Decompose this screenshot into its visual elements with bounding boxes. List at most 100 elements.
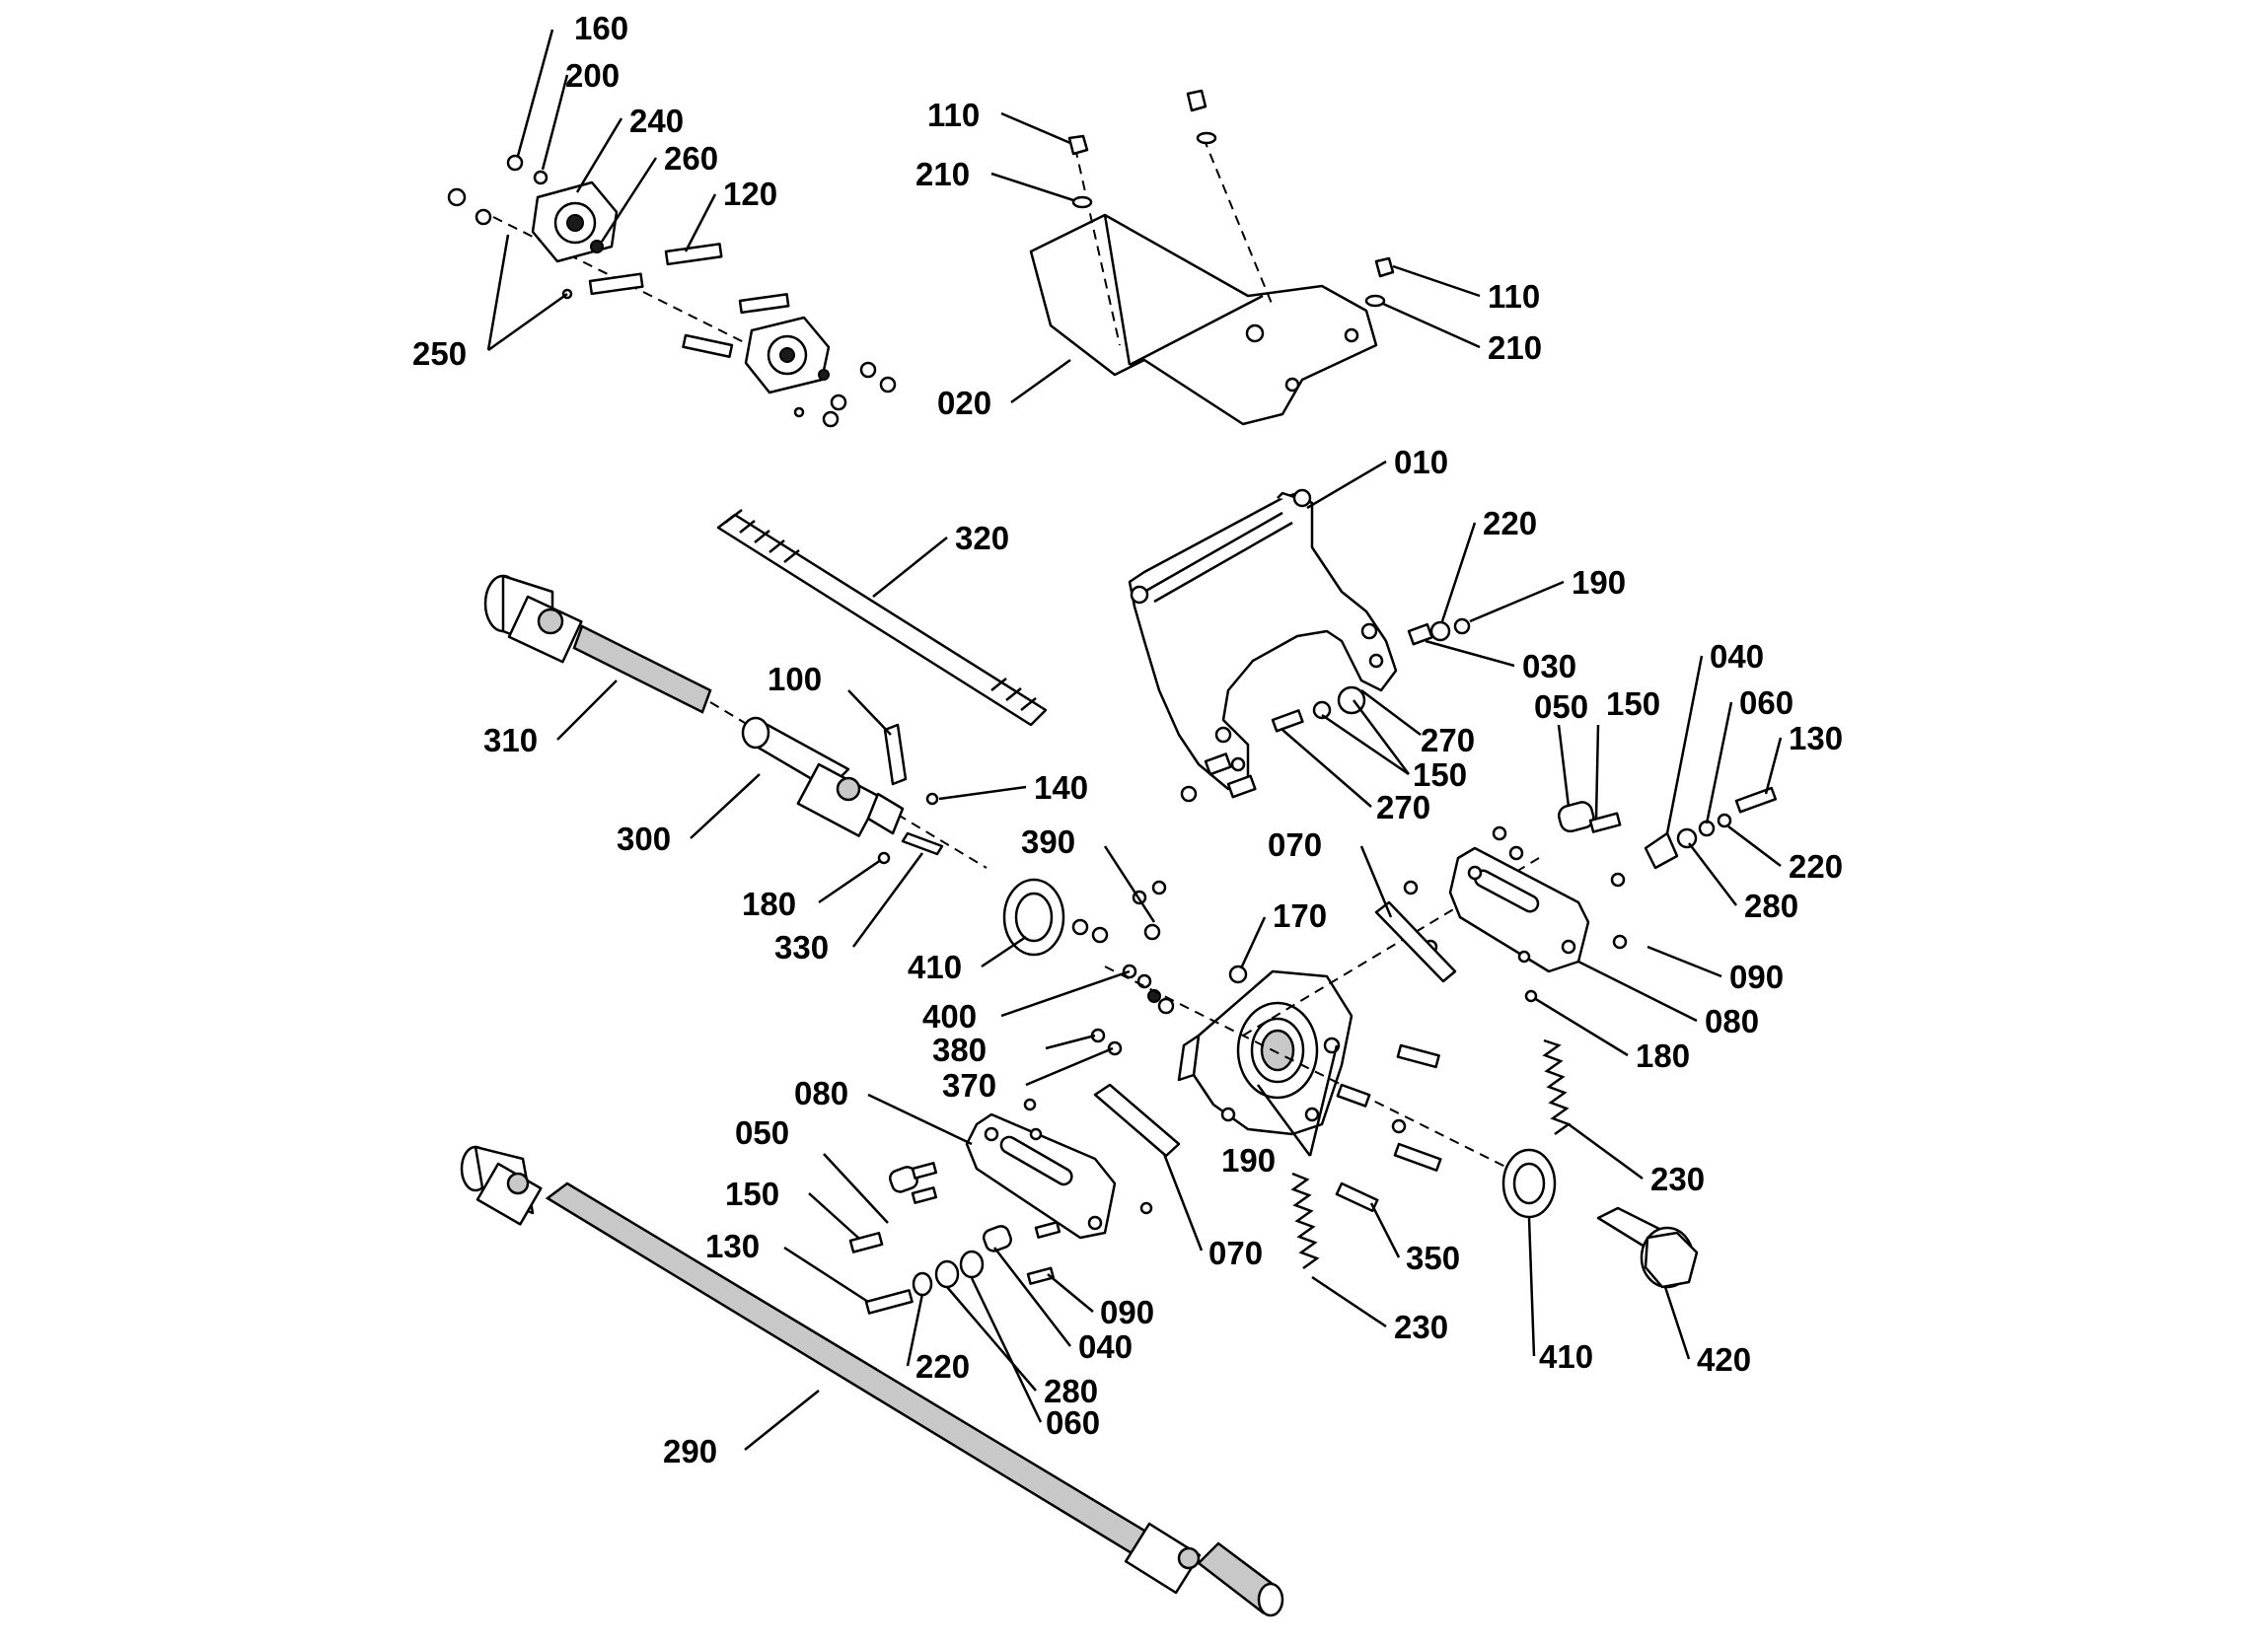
- callout-label-120: 120: [723, 176, 777, 212]
- callout-label-220-top: 220: [1483, 505, 1537, 541]
- callout-label-010: 010: [1394, 444, 1448, 480]
- callout-label-420: 420: [1697, 1341, 1751, 1378]
- callout-030: 030: [1425, 639, 1576, 684]
- callout-label-200: 200: [565, 57, 620, 94]
- callout-label-050-top: 050: [1534, 688, 1588, 725]
- callout-190-bottom: 190: [1221, 1044, 1339, 1179]
- callout-label-380: 380: [932, 1032, 987, 1068]
- callout-label-330: 330: [774, 929, 829, 966]
- callout-130-top: 130: [1764, 720, 1843, 795]
- callout-350: 350: [1369, 1202, 1460, 1276]
- drive-shaft-long: [460, 1145, 1284, 1617]
- plate-080-upper: [1448, 786, 1778, 1003]
- callout-label-250: 250: [412, 335, 467, 372]
- callout-label-060-bottom: 060: [1046, 1404, 1100, 1441]
- callout-310: 310: [483, 680, 618, 758]
- callout-label-130-bottom: 130: [705, 1228, 760, 1264]
- callout-label-410-bottom: 410: [1539, 1338, 1593, 1375]
- plate-080-lower: [965, 1098, 1153, 1240]
- callout-label-070-bottom: 070: [1208, 1235, 1263, 1271]
- callout-label-290: 290: [663, 1433, 717, 1469]
- callout-label-150-mid: 150: [1413, 756, 1467, 793]
- callout-270-top: 270: [1360, 689, 1475, 758]
- bearing-lower: [1501, 1148, 1557, 1219]
- callout-150-bottom: 150: [725, 1176, 859, 1239]
- callout-270-bottom: 270: [1281, 729, 1430, 825]
- callout-420: 420: [1663, 1286, 1751, 1378]
- spline-shaft: [716, 509, 1048, 727]
- callout-230-bottom: 230: [1311, 1275, 1448, 1345]
- callout-label-390: 390: [1021, 823, 1075, 860]
- callout-140: 140: [938, 769, 1088, 806]
- callout-label-320: 320: [955, 520, 1009, 556]
- plate-070-lower: [1093, 1083, 1181, 1158]
- drive-shaft-short: [483, 574, 988, 869]
- callout-label-370: 370: [942, 1067, 996, 1104]
- callout-220-bottom: 220: [906, 1293, 970, 1385]
- callout-370: 370: [942, 1046, 1114, 1104]
- parts-drawing: [447, 89, 1778, 1617]
- callout-label-170: 170: [1273, 897, 1327, 934]
- callout-280-bottom: 280: [946, 1286, 1098, 1409]
- callout-070-bottom: 070: [1162, 1153, 1263, 1271]
- bearing-upper: [1002, 878, 1175, 1056]
- callout-label-020: 020: [937, 385, 991, 421]
- callout-label-090-bottom: 090: [1100, 1294, 1154, 1330]
- callout-040-bottom: 040: [993, 1247, 1133, 1365]
- callout-label-220-bottom: 220: [915, 1348, 970, 1385]
- callout-label-160: 160: [574, 10, 628, 46]
- callout-110-right: 110: [1392, 264, 1540, 315]
- callout-label-270-top: 270: [1421, 722, 1475, 758]
- callout-label-070-top: 070: [1268, 826, 1322, 863]
- callout-label-180-left: 180: [742, 886, 796, 922]
- callout-label-210-left: 210: [915, 156, 970, 192]
- callout-label-040-bottom: 040: [1078, 1328, 1133, 1365]
- callout-020: 020: [937, 358, 1071, 421]
- callout-label-190-top: 190: [1572, 564, 1626, 601]
- callout-080-bottom: 080: [794, 1075, 973, 1146]
- callout-label-240: 240: [629, 103, 684, 139]
- callout-040-top: 040: [1665, 638, 1764, 834]
- callout-280-top: 280: [1688, 842, 1798, 924]
- gearbox-housing: [1104, 857, 1540, 1184]
- callout-100: 100: [768, 661, 892, 736]
- callout-label-050-bottom: 050: [735, 1114, 789, 1151]
- callout-070-top: 070: [1268, 826, 1393, 918]
- callout-390: 390: [1021, 823, 1156, 923]
- drive-hub: [1596, 1206, 1699, 1289]
- callout-label-400: 400: [922, 998, 977, 1035]
- callout-090-top: 090: [1646, 945, 1784, 995]
- callout-label-230-right: 230: [1650, 1161, 1705, 1197]
- callout-label-280-top: 280: [1744, 888, 1798, 924]
- callout-200: 200: [541, 57, 620, 171]
- callout-120: 120: [684, 176, 777, 252]
- callout-label-350: 350: [1406, 1240, 1460, 1276]
- callout-160: 160: [516, 10, 628, 157]
- callout-label-080-bottom: 080: [794, 1075, 848, 1111]
- callout-050-bottom: 050: [735, 1114, 889, 1224]
- callout-label-260: 260: [664, 140, 718, 177]
- callout-label-410-top: 410: [908, 949, 962, 985]
- callout-label-280-bottom: 280: [1044, 1373, 1098, 1409]
- callout-230-right: 230: [1568, 1122, 1705, 1197]
- callout-220-right: 220: [1727, 825, 1843, 885]
- callout-010: 010: [1306, 444, 1448, 510]
- callout-label-140: 140: [1034, 769, 1088, 806]
- callout-label-110-left: 110: [927, 97, 980, 133]
- callout-190-top: 190: [1469, 564, 1626, 623]
- callout-330: 330: [774, 852, 924, 966]
- callout-150-mid: 150: [1321, 699, 1467, 793]
- callout-320: 320: [872, 520, 1009, 598]
- callout-label-270-bottom: 270: [1376, 789, 1430, 825]
- callout-label-230-bottom: 230: [1394, 1309, 1448, 1345]
- shield-plate: [1029, 89, 1395, 426]
- callout-label-180-right: 180: [1636, 1038, 1690, 1074]
- callout-290: 290: [663, 1390, 820, 1469]
- flange-bearing-assembly: [447, 154, 897, 428]
- callout-label-150-top: 150: [1606, 685, 1660, 722]
- callout-label-030: 030: [1522, 648, 1576, 684]
- callout-240: 240: [575, 103, 684, 193]
- callout-150-top: 150: [1594, 685, 1660, 820]
- callout-050-top: 050: [1534, 688, 1588, 808]
